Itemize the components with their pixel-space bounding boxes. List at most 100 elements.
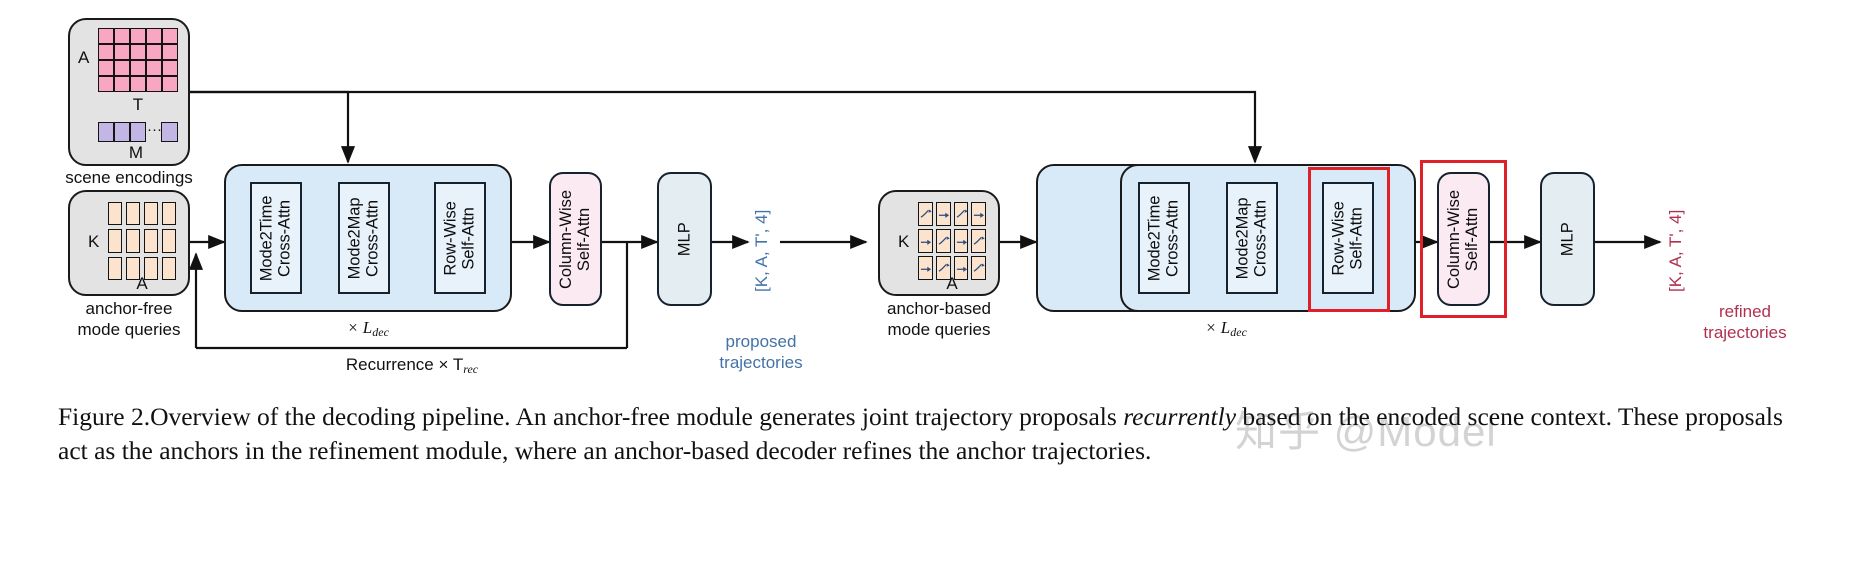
grid-cell: [162, 60, 178, 76]
anchor-query-cell: [953, 202, 969, 226]
query-cell: [108, 229, 122, 253]
grid-cell: [98, 76, 114, 92]
query-cell: [162, 256, 176, 280]
grid-cell: [146, 60, 162, 76]
memory-cell: [114, 122, 130, 142]
query-cell: [126, 229, 140, 253]
scene-encodings-row-label: A: [78, 48, 90, 67]
anchor-query-cell: [953, 229, 969, 253]
proposed-caption-line2: trajectories: [719, 353, 803, 372]
refined-caption-line2: trajectories: [1703, 323, 1787, 342]
watermark: 知乎 @Model: [1235, 408, 1497, 455]
anchor-query-cell: [918, 202, 933, 226]
proposed-tensor-shape: [K, A, T', 4]: [752, 209, 771, 292]
grid-cell: [114, 44, 130, 60]
scene-memory-last-cell: [161, 122, 178, 142]
grid-cell: [146, 28, 162, 44]
query-cell: [126, 256, 140, 280]
memory-cell: [161, 122, 178, 142]
caption-part1: Overview of the decoding pipeline. An an…: [150, 402, 1124, 431]
anchor-query-cell: [971, 202, 986, 226]
anchor-query-cell: [935, 229, 951, 253]
grid-cell: [146, 44, 162, 60]
anchor-query-cell: [953, 256, 969, 280]
memory-ellipsis: ···: [147, 121, 162, 138]
caption-italic: recurrently: [1123, 402, 1237, 431]
mlp-label: MLP: [1558, 222, 1577, 256]
anchor-query-cell: [935, 256, 951, 280]
grid-cell: [98, 28, 114, 44]
highlight-row-wise-self-attn: [1308, 167, 1390, 312]
grid-cell: [130, 60, 146, 76]
scene-memory-cells: [98, 122, 146, 142]
scene-memory-label: M: [128, 143, 144, 162]
anchor-query-cell: [918, 229, 933, 253]
anchor-free-col-label: A: [136, 274, 148, 293]
caption-part2: based on the encoded scene context. Thes…: [58, 402, 1783, 465]
mlp-1[interactable]: MLP: [657, 172, 712, 306]
query-cell: [144, 229, 158, 253]
anchor-based-caption-line2: mode queries: [887, 320, 991, 339]
decoder2-repeat-label: × Ldec: [1205, 318, 1247, 339]
proposed-caption-line1: proposed: [725, 332, 797, 351]
anchor-based-col-label: A: [946, 274, 958, 293]
anchor-free-row-label: K: [88, 232, 100, 251]
query-cell: [108, 202, 122, 226]
highlight-column-wise-self-attn: [1420, 160, 1507, 318]
grid-cell: [130, 44, 146, 60]
memory-cell: [130, 122, 146, 142]
grid-cell: [114, 60, 130, 76]
scene-encodings-caption: scene encodings: [65, 168, 193, 187]
anchor-query-cell: [971, 229, 986, 253]
query-cell: [144, 256, 158, 280]
anchor-free-queries-grid: [108, 202, 176, 280]
scene-encodings-grid: [98, 28, 178, 92]
recurrence-label: Recurrence × Trec: [345, 355, 479, 376]
memory-cell: [98, 122, 114, 142]
anchor-based-queries-grid: [918, 202, 986, 280]
anchor-query-cell: [971, 256, 986, 280]
grid-cell: [146, 76, 162, 92]
refined-caption-line1: refined: [1719, 302, 1771, 321]
mlp-label: MLP: [675, 222, 694, 256]
anchor-based-caption-line1: anchor-based: [887, 299, 991, 318]
grid-cell: [130, 76, 146, 92]
grid-cell: [162, 44, 178, 60]
anchor-free-caption-line1: anchor-free: [85, 299, 173, 318]
grid-cell: [162, 28, 178, 44]
grid-cell: [162, 76, 178, 92]
query-cell: [162, 229, 176, 253]
anchor-query-cell: [918, 256, 933, 280]
decoder1-repeat-label: × Ldec: [347, 318, 389, 339]
figure-caption: Figure 2.Overview of the decoding pipeli…: [58, 400, 1818, 468]
query-cell: [162, 202, 176, 226]
mlp-2[interactable]: MLP: [1540, 172, 1595, 306]
scene-encodings-col-label: T: [132, 95, 144, 114]
query-cell: [144, 202, 158, 226]
grid-cell: [114, 28, 130, 44]
grid-cell: [114, 76, 130, 92]
anchor-free-caption-line2: mode queries: [77, 320, 181, 339]
anchor-query-cell: [935, 202, 951, 226]
refined-tensor-shape: [K, A, T', 4]: [1666, 209, 1685, 292]
query-cell: [108, 256, 122, 280]
anchor-based-row-label: K: [898, 232, 910, 251]
caption-number: Figure 2.: [58, 402, 151, 431]
query-cell: [126, 202, 140, 226]
grid-cell: [130, 28, 146, 44]
